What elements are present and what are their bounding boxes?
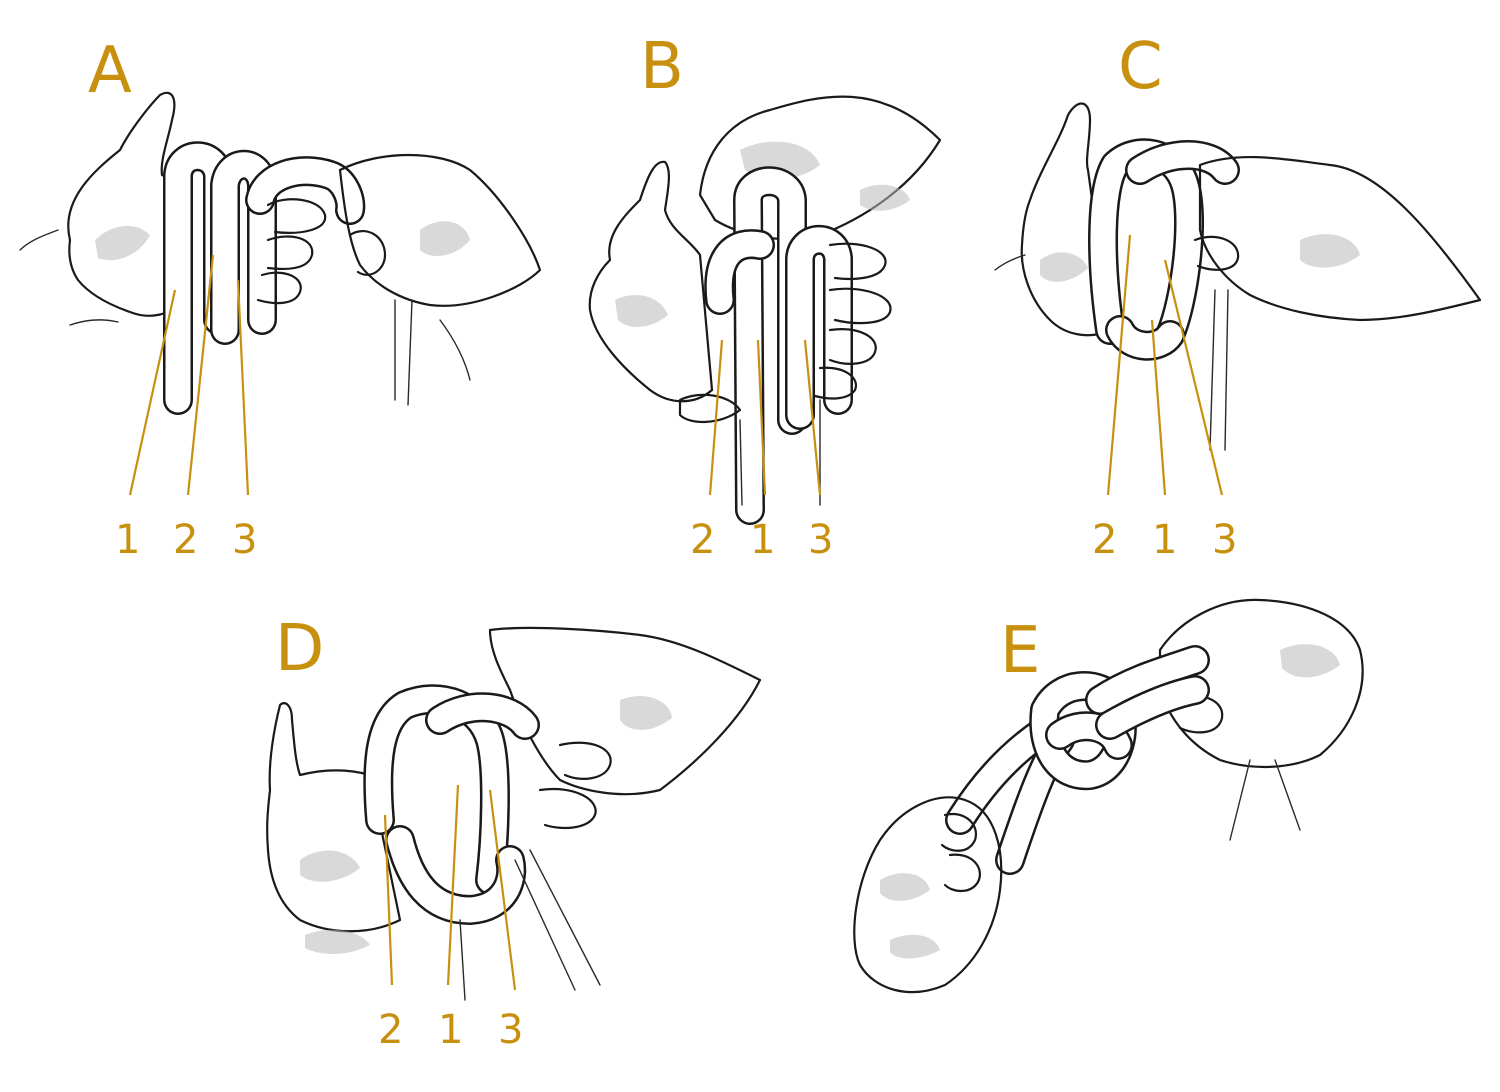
panel-c: C 2 1 3 [994,30,1482,563]
panel-b: B 2 1 3 [588,30,942,563]
panel-c-leader-3 [1163,259,1224,496]
panel-d-label-2: 2 [378,1007,403,1053]
panel-a-leader-2 [186,254,215,496]
panel-c-leader-2 [1106,234,1132,496]
panel-d-illustration [266,626,762,1001]
panel-e: E [853,598,1364,994]
panel-a: A 1 2 3 [19,34,542,563]
panel-b-label-3: 3 [808,517,833,563]
panel-c-label-1: 1 [1152,517,1177,563]
panel-d-label-1: 1 [438,1007,463,1053]
panel-a-letter: A [88,34,132,108]
panel-d: D 2 1 3 [266,612,762,1053]
panel-a-leader-3 [236,279,250,496]
panel-b-leader-1 [756,339,767,496]
panel-d-leader-2 [383,814,394,986]
panel-e-illustration [853,598,1364,994]
panel-a-leader-1 [128,289,177,496]
panel-a-label-1: 1 [115,517,140,563]
panel-b-letter: B [640,30,684,104]
panel-d-leader-3 [488,789,517,991]
panel-d-letter: D [275,612,324,686]
panel-b-label-1: 1 [750,517,775,563]
panel-a-label-3: 3 [232,517,257,563]
panel-c-letter: C [1118,30,1163,104]
panel-a-label-2: 2 [173,517,198,563]
panel-d-label-3: 3 [498,1007,523,1053]
panel-c-label-2: 2 [1092,517,1117,563]
panel-a-illustration [19,91,542,415]
panel-c-illustration [994,102,1482,451]
panel-c-label-3: 3 [1212,517,1237,563]
panel-e-letter: E [1000,614,1040,688]
panel-b-label-2: 2 [690,517,715,563]
panel-b-illustration [588,95,942,525]
panel-d-leader-1 [446,784,460,986]
panel-b-leader-2 [708,339,724,496]
panel-b-leader-3 [803,339,822,496]
panel-c-leader-1 [1150,319,1167,496]
